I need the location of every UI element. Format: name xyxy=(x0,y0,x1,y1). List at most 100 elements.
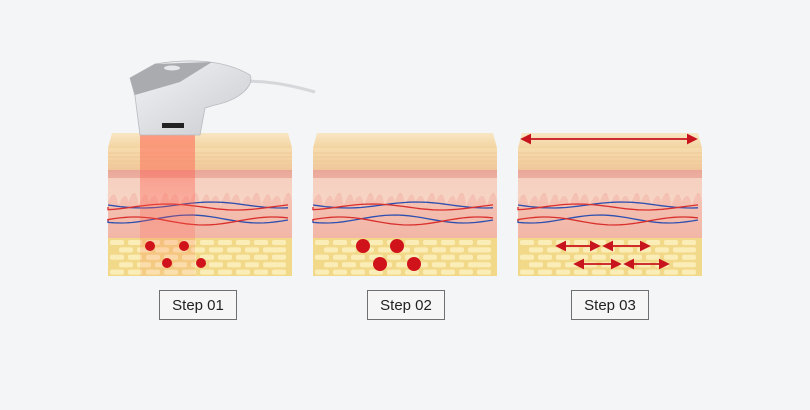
papillae xyxy=(516,178,702,206)
fat-cell xyxy=(682,262,696,268)
fat-cell xyxy=(477,262,491,268)
heat-point xyxy=(196,258,206,268)
fat-cell xyxy=(601,247,615,253)
papillae xyxy=(311,178,497,206)
fat-cell xyxy=(655,247,669,253)
fat-cell xyxy=(432,262,446,268)
fat-cell xyxy=(682,254,696,260)
fat-cell xyxy=(423,269,437,275)
fat-cell xyxy=(520,254,534,260)
fat-cell xyxy=(423,240,437,245)
fat-cell xyxy=(272,240,286,245)
fat-cell xyxy=(119,247,133,253)
fat-cell xyxy=(254,269,268,275)
fat-cell xyxy=(351,269,365,275)
fat-cell xyxy=(218,269,232,275)
fat-cell xyxy=(441,240,455,245)
fat-cell xyxy=(459,254,473,260)
fat-cell xyxy=(538,269,552,275)
blood-vessel xyxy=(312,201,494,209)
fat-cell xyxy=(610,240,624,245)
fat-cell xyxy=(110,240,124,245)
coagulation-point xyxy=(373,257,387,271)
coagulation-point xyxy=(407,257,421,271)
fat-cell xyxy=(477,240,491,245)
fat-cell xyxy=(128,269,142,275)
fat-cell xyxy=(128,254,142,260)
epidermis-layer xyxy=(108,148,292,170)
skin-surface xyxy=(313,133,497,148)
epidermis-layer xyxy=(518,148,702,170)
fat-cell xyxy=(450,247,464,253)
fat-cell xyxy=(387,269,401,275)
fat-cell xyxy=(682,269,696,275)
fat-cell xyxy=(450,262,464,268)
heat-point xyxy=(162,258,172,268)
device-window xyxy=(162,123,184,128)
fat-cell xyxy=(556,240,570,245)
fat-cell xyxy=(441,269,455,275)
fat-cell xyxy=(405,240,419,245)
fat-cell xyxy=(254,254,268,260)
fat-cell xyxy=(459,240,473,245)
fat-cell xyxy=(272,262,286,268)
fat-cell xyxy=(110,254,124,260)
fat-cell xyxy=(218,254,232,260)
skin-panel-1 xyxy=(106,60,316,276)
fat-cell xyxy=(200,240,214,245)
fat-cell xyxy=(200,269,214,275)
fat-cell xyxy=(574,240,588,245)
fat-cell xyxy=(592,240,606,245)
fat-cell xyxy=(209,262,223,268)
fat-cell xyxy=(477,247,491,253)
fat-cell xyxy=(664,240,678,245)
fat-cell xyxy=(272,269,286,275)
fat-cell xyxy=(592,269,606,275)
blood-vessel xyxy=(517,203,699,211)
fat-cell xyxy=(619,247,633,253)
coagulation-point xyxy=(390,239,404,253)
blood-vessel xyxy=(517,216,699,226)
fat-cell xyxy=(637,247,651,253)
epidermis-layer xyxy=(313,148,497,170)
energy-beam xyxy=(140,128,195,276)
fat-cell xyxy=(664,254,678,260)
fat-cell xyxy=(538,240,552,245)
blood-vessel xyxy=(517,214,699,224)
fat-cell xyxy=(245,247,259,253)
fat-cell xyxy=(682,240,696,245)
fat-cell xyxy=(254,240,268,245)
fat-cell xyxy=(477,254,491,260)
fat-cell xyxy=(646,254,660,260)
fat-cell xyxy=(236,240,250,245)
fat-cell xyxy=(227,247,241,253)
fat-cell xyxy=(529,247,543,253)
fat-cell xyxy=(520,240,534,245)
fat-cell xyxy=(556,269,570,275)
fat-cell xyxy=(333,269,347,275)
fat-cell xyxy=(405,269,419,275)
fat-cell xyxy=(315,269,329,275)
fat-cell xyxy=(128,240,142,245)
fat-cell xyxy=(664,269,678,275)
fat-cell xyxy=(333,254,347,260)
fat-cell xyxy=(529,262,543,268)
fat-cell xyxy=(218,240,232,245)
hifu-handpiece xyxy=(129,60,316,136)
step-02-label: Step 02 xyxy=(367,290,445,320)
fat-cell xyxy=(342,247,356,253)
fat-cell xyxy=(628,254,642,260)
blood-vessel xyxy=(312,214,494,224)
fat-cell xyxy=(574,269,588,275)
fat-cell xyxy=(432,247,446,253)
skin-panel-2 xyxy=(311,133,497,276)
fat-cell xyxy=(610,269,624,275)
fat-cell xyxy=(351,254,365,260)
fat-cell xyxy=(200,254,214,260)
fat-cell xyxy=(324,262,338,268)
fat-cell xyxy=(414,247,428,253)
fat-cell xyxy=(592,254,606,260)
device-button xyxy=(164,65,180,71)
fat-cell xyxy=(209,247,223,253)
